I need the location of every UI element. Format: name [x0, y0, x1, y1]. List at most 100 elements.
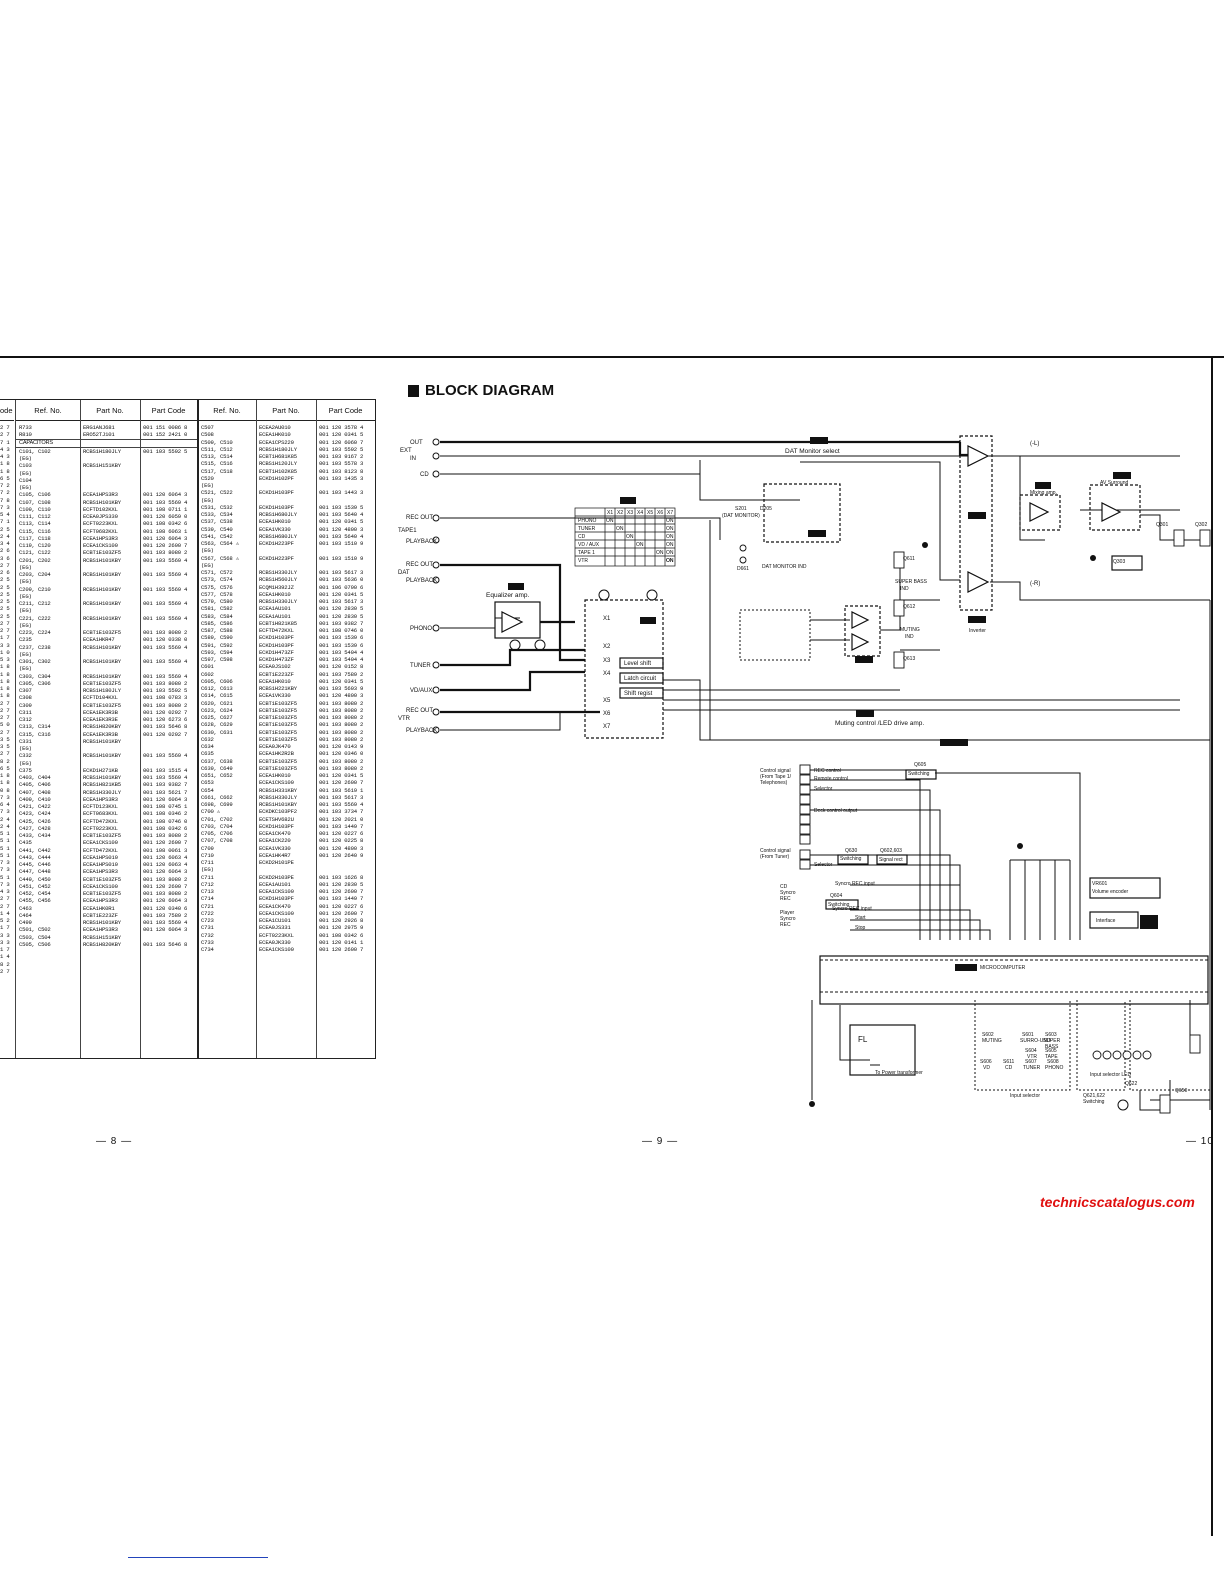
svg-text:BASS: BASS [1045, 1044, 1059, 1050]
part-code-cell: 001 120 4800 3 [319, 692, 364, 700]
ref-no-cell: C403, C404 [19, 774, 51, 781]
ref-no-cell: (EG) [201, 482, 214, 489]
part-code-cell: 001 103 3734 7 [319, 808, 364, 816]
ref-no-cell: (EG) [19, 621, 32, 629]
part-no-cell: RCBS1H101KBY [83, 556, 121, 564]
part-code-cell: 001 103 1539 5 [319, 503, 364, 511]
ref-no-cell: C710 [201, 851, 214, 859]
ref-no-cell: (EG) [19, 455, 32, 462]
part-code-cell: 001 103 5569 4 [143, 919, 188, 926]
ref-no-cell: (EG) [19, 665, 32, 673]
part-no-cell: ECBT1E103ZF5 [83, 832, 121, 839]
code-fragment: 2 7 [0, 714, 10, 721]
ref-no-cell: C105, C106 [19, 491, 51, 499]
code-fragment: 6 4 [0, 801, 10, 808]
part-no-cell: RCBS1H101KBY [83, 919, 121, 926]
code-fragment: 2 5 [0, 605, 10, 613]
ref-no-cell: C463 [19, 904, 32, 912]
matrix-row-label: PHONO [578, 518, 596, 524]
code-fragment: 3 3 [0, 938, 10, 946]
svg-text:Q650: Q650 [1175, 1088, 1187, 1094]
part-no-cell: RCBS1H101KBY [83, 571, 121, 578]
ref-no-cell: CAPACITORS [19, 439, 53, 446]
ref-no-cell: C505, C506 [19, 940, 51, 948]
table-row: (EG) [16, 665, 197, 672]
part-no-cell: RCBS1H151KBY [83, 462, 121, 470]
part-code-cell: 001 103 5569 4 [143, 774, 188, 781]
ref-no-cell: C113, C114 [19, 520, 51, 528]
ref-no-cell: C121, C122 [19, 549, 51, 557]
ref-no-cell: C375 [19, 766, 32, 774]
part-no-cell: ECFT0223KXL [259, 931, 294, 939]
header-code: ode [0, 405, 13, 415]
code-fragment: 7 2 [0, 489, 10, 497]
part-code-cell: 001 151 0086 8 [143, 424, 188, 431]
part-no-cell: ECEA1CKS100 [259, 946, 294, 953]
table-row: (EG) [16, 760, 197, 767]
part-code-cell: 001 103 5569 4 [143, 600, 188, 607]
matrix-col-label: X3 [627, 510, 633, 516]
svg-text:VTR: VTR [398, 716, 411, 722]
part-no-cell: ECFT0223KXL [83, 520, 118, 528]
code-fragment: 1 8 [0, 467, 10, 475]
table-header: Ref. No. Part No. Part Code [16, 400, 197, 421]
ref-no-cell: C309 [19, 701, 32, 709]
part-no-cell: ECFT0682KXL [83, 527, 118, 535]
block-diagram-title: BLOCK DIAGRAM [408, 382, 554, 399]
part-no-cell: ECEA1CKS100 [259, 779, 294, 787]
svg-text:Q303: Q303 [1113, 559, 1125, 565]
code-fragment: 5 4 [0, 511, 10, 518]
ref-no-cell: C517, C518 [201, 467, 233, 475]
part-no-cell: ECEA1AU101 [259, 880, 291, 888]
part-no-cell: ECEA1EK3R3B [83, 730, 118, 738]
part-no-cell: ERG1ANJ681 [83, 424, 115, 431]
ref-no-cell: C705, C706 [201, 830, 233, 837]
part-code-cell: 001 103 5592 5 [143, 687, 188, 694]
part-no-cell: RCBS1H821KB5 [83, 781, 121, 789]
ref-no-cell: C441, C442 [19, 846, 51, 854]
svg-text:S604: S604 [1025, 1048, 1037, 1054]
svg-text:S606: S606 [980, 1059, 992, 1065]
ref-no-cell: C567, C568 ⚠ [201, 554, 239, 562]
part-code-cell: 001 120 6273 6 [143, 716, 188, 723]
part-code-cell: 001 120 2600 7 [319, 779, 364, 787]
ref-no-cell: C639, C649 [201, 764, 233, 772]
part-code-cell: 001 120 4800 3 [319, 844, 364, 852]
part-no-cell: RCBS1H101KBY [83, 658, 121, 665]
code-fragment: 2 6 [0, 569, 10, 576]
svg-text:S611: S611 [1003, 1059, 1015, 1065]
svg-text:(DAT MONITOR): (DAT MONITOR) [722, 513, 760, 519]
part-no-cell: ECBT1E103ZF5 [259, 714, 297, 721]
svg-text:VTR: VTR [1027, 1054, 1037, 1060]
part-no-cell: ECKD1H103PF [259, 503, 294, 511]
ref-no-cell: C661, C662 [201, 793, 233, 801]
matrix-on-label: ON [666, 558, 674, 564]
part-no-cell: ECEA1AU101 [259, 612, 291, 620]
part-no-cell: ECFTD472KXL [259, 627, 294, 634]
svg-text:Syncro: Syncro [780, 890, 796, 896]
svg-text:Level shift: Level shift [624, 661, 651, 667]
ref-no-cell: (EG) [19, 607, 32, 615]
part-code-cell: 001 103 5569 4 [143, 658, 188, 665]
part-code-cell: 001 106 0790 6 [319, 583, 364, 591]
ref-no-cell: C423, C424 [19, 810, 51, 818]
ref-no-cell: C712 [201, 880, 214, 888]
ref-no-cell: C515, C516 [201, 460, 233, 468]
svg-text:D661: D661 [737, 566, 749, 572]
part-no-cell: RCBS1H151KBY [83, 933, 121, 941]
